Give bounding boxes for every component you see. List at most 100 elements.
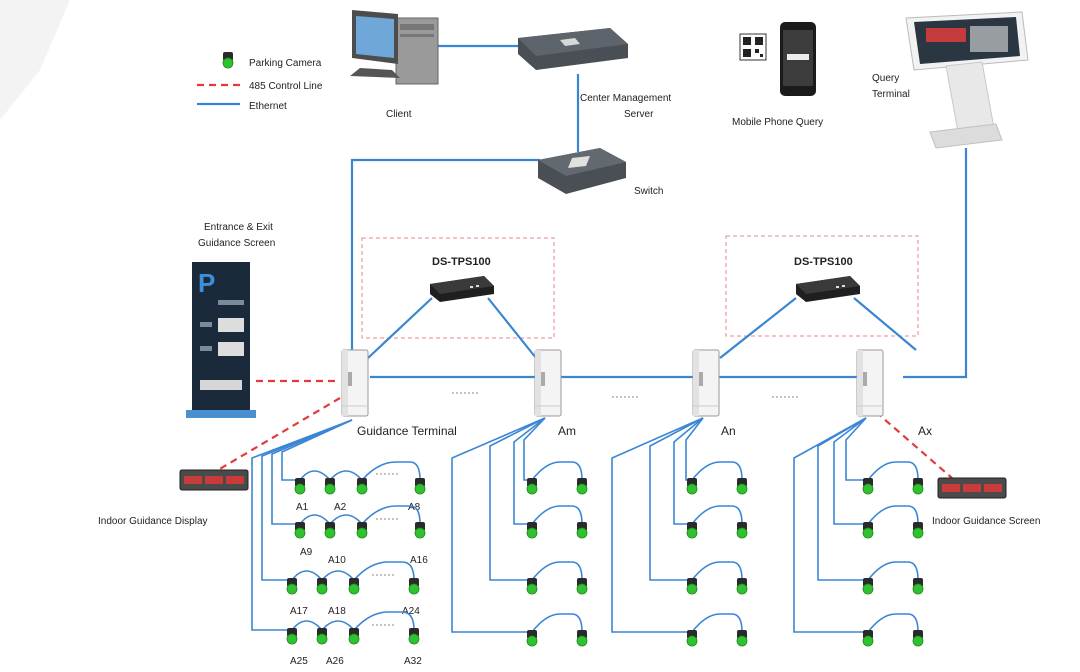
camera-label-a10: A10 — [328, 555, 346, 566]
camera-a16-icon — [414, 521, 426, 539]
camera-label-a32: A32 — [404, 656, 422, 667]
camera-icon — [736, 577, 748, 595]
camera-a18-icon — [316, 577, 328, 595]
tps-right-label: DS-TPS100 — [794, 256, 853, 268]
camera-icon — [686, 629, 698, 647]
camera-label-a26: A26 — [326, 656, 344, 667]
camera-a2-icon — [324, 477, 336, 495]
camera-icon — [686, 477, 698, 495]
camera-a26-icon — [316, 627, 328, 645]
ax-camera-rows — [867, 461, 919, 633]
left-camera-row-2 — [299, 505, 421, 526]
watermark-shape — [0, 0, 70, 120]
tps-left-link-b — [487, 297, 537, 359]
terminal-an-label: An — [721, 424, 736, 438]
camera-a32-icon — [408, 627, 420, 645]
legend-camera-label: Parking Camera — [249, 58, 322, 69]
switch-terminal-link — [350, 158, 540, 355]
camera-icon — [356, 521, 368, 539]
camera-label-a16: A16 — [410, 555, 428, 566]
camera-icon — [912, 477, 924, 495]
camera-label-a17: A17 — [290, 606, 308, 617]
control-line-indoor-screen — [875, 411, 953, 479]
camera-legend-icon — [222, 51, 234, 69]
camera-label-a25: A25 — [290, 656, 308, 667]
camera-icon — [526, 477, 538, 495]
query-terminal-link — [903, 148, 968, 379]
smartphone-icon — [780, 22, 816, 96]
entrance-label-line1: Entrance & Exit — [204, 222, 273, 233]
camera-icon — [576, 521, 588, 539]
camera-icon — [576, 477, 588, 495]
camera-a17-icon — [286, 577, 298, 595]
mobile-query-label: Mobile Phone Query — [732, 117, 823, 128]
camera-a10-icon — [324, 521, 336, 539]
camera-label-a24: A24 — [402, 606, 420, 617]
tps-left-group-box — [361, 237, 555, 339]
camera-icon — [912, 629, 924, 647]
indoor-display-label: Indoor Guidance Display — [98, 516, 208, 527]
camera-icon — [862, 629, 874, 647]
tps-left-link-a — [367, 297, 433, 359]
left-camera-row-3 — [291, 561, 415, 582]
server-label-line2: Server — [624, 109, 654, 120]
am-camera-rows — [531, 461, 583, 633]
camera-icon — [736, 629, 748, 647]
camera-icon — [526, 629, 538, 647]
camera-icon — [912, 577, 924, 595]
terminal-am-label: Am — [558, 424, 576, 438]
server-label-line1: Center Management — [580, 93, 671, 104]
camera-a24-icon — [408, 577, 420, 595]
an-camera-trunks — [611, 417, 704, 633]
client-label: Client — [386, 109, 412, 120]
tps-right-link-b — [853, 297, 917, 351]
indoor-guidance-screen-icon — [937, 477, 1007, 499]
camera-a1-icon — [294, 477, 306, 495]
query-terminal-label-line1: Query — [872, 73, 899, 84]
camera-icon — [348, 627, 360, 645]
camera-icon — [576, 629, 588, 647]
terminal-ax-label: Ax — [918, 424, 932, 438]
camera-label-a18: A18 — [328, 606, 346, 617]
camera-icon — [862, 477, 874, 495]
guidance-terminal-icon — [341, 349, 369, 417]
camera-icon — [356, 477, 368, 495]
left-camera-row-1 — [299, 461, 421, 482]
camera-icon — [912, 521, 924, 539]
left-camera-row-4 — [291, 611, 415, 632]
qr-code-icon — [739, 33, 767, 61]
camera-icon — [526, 577, 538, 595]
ax-camera-trunks — [793, 417, 868, 633]
terminal-ax-icon — [856, 349, 884, 417]
camera-a8-icon — [414, 477, 426, 495]
tps-right-device-icon — [796, 276, 860, 302]
left-camera-trunks — [251, 419, 353, 631]
indoor-guidance-display-icon — [179, 469, 249, 491]
entrance-guidance-screen-icon: P — [186, 262, 256, 418]
camera-a25-icon — [286, 627, 298, 645]
svg-text:P: P — [198, 268, 215, 298]
switch-label: Switch — [634, 186, 663, 197]
camera-icon — [736, 477, 748, 495]
entrance-label-line2: Guidance Screen — [198, 238, 275, 249]
indoor-screen-label: Indoor Guidance Screen — [932, 516, 1040, 527]
camera-icon — [862, 521, 874, 539]
query-terminal-kiosk-icon — [905, 11, 1029, 149]
camera-icon — [576, 577, 588, 595]
legend: Parking Camera 485 Control Line Ethernet — [197, 51, 323, 112]
camera-icon — [736, 521, 748, 539]
camera-label-a2: A2 — [334, 502, 347, 513]
legend-ethernet-label: Ethernet — [249, 101, 287, 112]
camera-icon — [686, 577, 698, 595]
camera-label-a1: A1 — [296, 502, 309, 513]
switch-icon — [538, 148, 626, 194]
camera-icon — [862, 577, 874, 595]
camera-a9-icon — [294, 521, 306, 539]
tps-right-link-a — [719, 297, 797, 359]
terminal-am-icon — [534, 349, 562, 417]
camera-icon — [348, 577, 360, 595]
client-computer-icon — [350, 10, 439, 85]
legend-control-label: 485 Control Line — [249, 81, 323, 92]
an-camera-rows — [691, 461, 743, 633]
